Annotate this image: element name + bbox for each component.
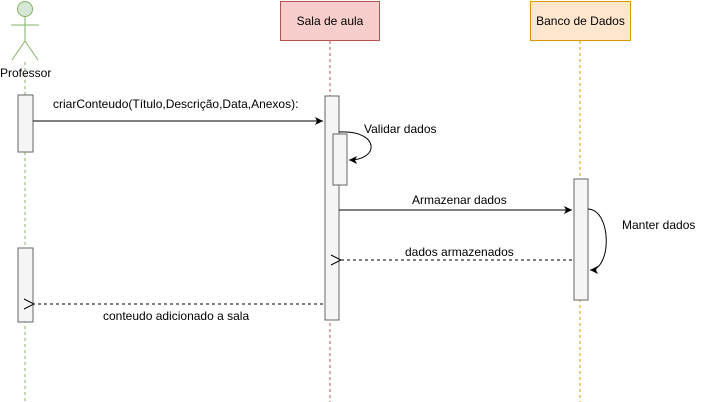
message-label-criar-conteudo: criarConteudo(Título,Descrição,Data,Anex… [53, 97, 299, 111]
sala-activation [324, 95, 340, 321]
return-label-dados-armazenados: dados armazenados [405, 245, 514, 259]
professor-actor-icon [11, 1, 39, 61]
sala-de-aula-label: Sala de aula [296, 14, 364, 28]
banco-de-dados-participant: Banco de Dados [530, 1, 631, 41]
message-arrow-manter-dados [587, 208, 607, 274]
return-label-conteudo-adicionado: conteudo adicionado a sala [103, 309, 250, 323]
professor-activation-1 [17, 94, 34, 153]
professor-activation-2 [17, 247, 34, 323]
message-label-armazenar-dados: Armazenar dados [412, 193, 507, 207]
sala-de-aula-participant: Sala de aula [280, 1, 380, 41]
message-label-validar-dados: Validar dados [364, 122, 437, 136]
sala-self-activation [332, 133, 348, 186]
professor-label: Professor [0, 66, 52, 80]
message-label-manter-dados: Manter dados [622, 218, 696, 232]
message-arrow-validar-dados [338, 131, 372, 164]
banco-activation [573, 178, 589, 301]
banco-de-dados-label: Banco de Dados [536, 14, 625, 28]
